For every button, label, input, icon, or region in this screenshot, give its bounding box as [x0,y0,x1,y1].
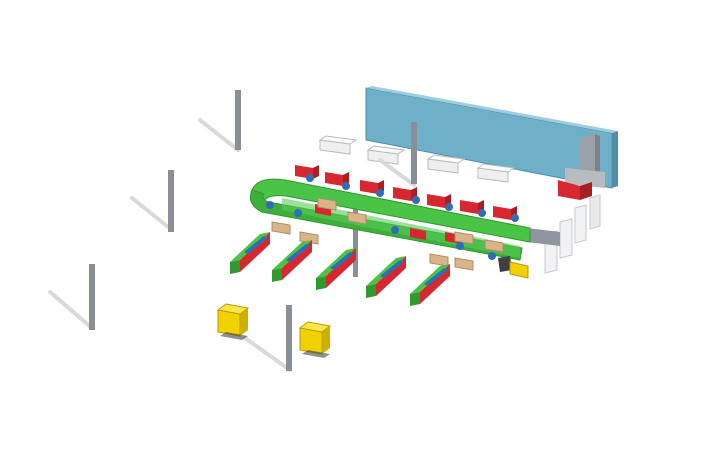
white-crates[interactable] [318,135,516,183]
white-panels[interactable] [527,194,601,274]
pole-shadows [48,118,416,372]
robot-arm-station[interactable] [558,134,605,200]
sensor-device[interactable] [498,256,529,279]
backdrop-wall[interactable] [365,86,618,189]
green-base-stations[interactable] [230,232,450,306]
yellow-boxes[interactable] [216,303,332,358]
poles[interactable] [89,90,417,371]
blue-robots[interactable] [266,174,519,260]
tan-boxes[interactable] [271,197,504,271]
